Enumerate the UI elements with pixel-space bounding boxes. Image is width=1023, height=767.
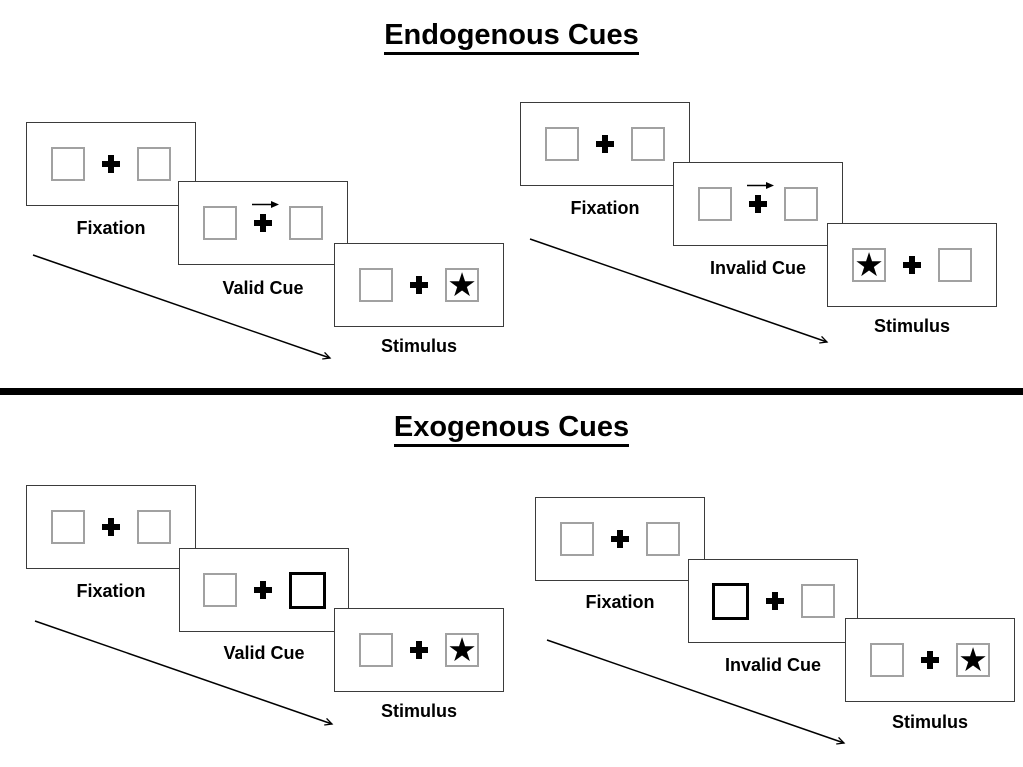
- right-placeholder-box: [137, 147, 171, 181]
- right-target-box: ★: [445, 633, 479, 667]
- left-placeholder-box: [359, 633, 393, 667]
- timeline-arrow-endogenous-invalid: [529, 238, 827, 342]
- left-placeholder-box: [359, 268, 393, 302]
- right-placeholder-box: [646, 522, 680, 556]
- left-target-box: ★: [852, 248, 886, 282]
- fixation-cross-icon: [253, 581, 272, 599]
- panel-label-fixation: Fixation: [585, 592, 655, 612]
- fixation-cross-icon: [749, 195, 767, 213]
- panel-cue: [179, 548, 349, 632]
- right-placeholder-box: [289, 206, 323, 240]
- panel-label-stimulus: Stimulus: [873, 316, 950, 336]
- fixation-cross-icon: [102, 155, 120, 173]
- panel-label-stimulus: Stimulus: [380, 336, 457, 356]
- fixation-cross-icon: [102, 518, 120, 536]
- right-placeholder-box: [938, 248, 972, 282]
- panel-label-cue: Valid Cue: [222, 278, 304, 298]
- section-title-exogenous-text: Exogenous Cues: [393, 411, 630, 447]
- fixation-cross-icon: [611, 530, 629, 548]
- panel-label-stimulus: Stimulus: [891, 712, 968, 732]
- highlighted-cue-box: [288, 571, 326, 609]
- left-placeholder-box: [698, 187, 732, 221]
- panel-cue: [178, 181, 348, 265]
- fixation-cross-icon: [596, 135, 614, 153]
- panel-cue: [673, 162, 843, 246]
- fixation-cross-icon: [921, 651, 939, 669]
- left-placeholder-box: [202, 573, 237, 607]
- right-target-box: ★: [956, 643, 990, 677]
- right-target-box: ★: [445, 268, 479, 302]
- fixation-cross-icon: [765, 592, 784, 610]
- panel-label-fixation: Fixation: [76, 581, 146, 601]
- left-placeholder-box: [545, 127, 579, 161]
- star-icon: ★: [447, 264, 477, 304]
- right-arrow-icon: [252, 201, 279, 208]
- panel-cue: [688, 559, 858, 643]
- star-icon: ★: [958, 639, 988, 679]
- right-arrow-icon: [747, 182, 774, 189]
- fixation-cross-icon: [903, 256, 921, 274]
- panel-stimulus: ★: [334, 243, 504, 327]
- panel-fixation: [26, 122, 196, 206]
- panel-label-cue: Invalid Cue: [724, 655, 822, 675]
- fixation-cross-icon: [410, 276, 428, 294]
- fixation-cross-icon: [254, 214, 272, 232]
- left-placeholder-box: [51, 147, 85, 181]
- panel-label-cue: Valid Cue: [223, 643, 305, 663]
- left-placeholder-box: [870, 643, 904, 677]
- timeline-arrow-exogenous-valid: [34, 620, 332, 724]
- section-title-exogenous: Exogenous Cues: [0, 410, 1023, 447]
- section-title-endogenous-text: Endogenous Cues: [384, 19, 639, 55]
- panel-stimulus: ★: [845, 618, 1015, 702]
- star-icon: ★: [854, 244, 884, 284]
- section-divider: [0, 388, 1023, 395]
- highlighted-cue-box: [711, 582, 749, 620]
- panel-fixation: [26, 485, 196, 569]
- panel-label-stimulus: Stimulus: [380, 701, 457, 721]
- section-title-endogenous: Endogenous Cues: [0, 18, 1023, 55]
- star-icon: ★: [447, 629, 477, 669]
- right-placeholder-box: [631, 127, 665, 161]
- fixation-cross-icon: [410, 641, 428, 659]
- panel-fixation: [520, 102, 690, 186]
- panel-stimulus: ★: [334, 608, 504, 692]
- right-placeholder-box: [784, 187, 818, 221]
- panel-label-cue: Invalid Cue: [709, 258, 807, 278]
- timeline-arrow-endogenous-valid: [32, 254, 330, 358]
- left-placeholder-box: [203, 206, 237, 240]
- right-placeholder-box: [137, 510, 171, 544]
- panel-label-fixation: Fixation: [76, 218, 146, 238]
- panel-label-fixation: Fixation: [570, 198, 640, 218]
- left-placeholder-box: [51, 510, 85, 544]
- panel-fixation: [535, 497, 705, 581]
- panel-stimulus: ★: [827, 223, 997, 307]
- right-placeholder-box: [800, 584, 835, 618]
- left-placeholder-box: [560, 522, 594, 556]
